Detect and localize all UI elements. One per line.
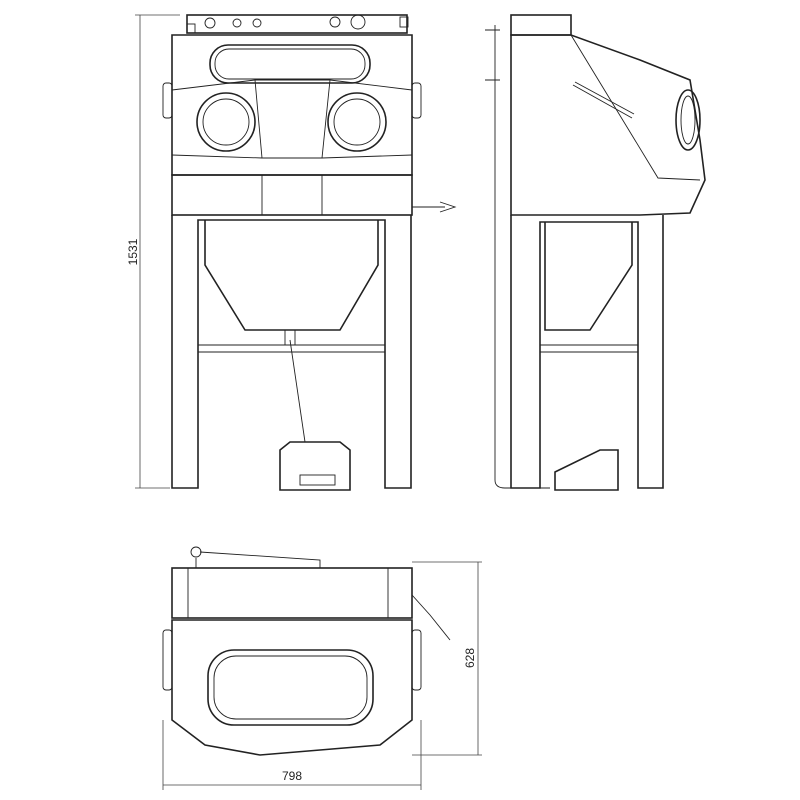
dimension-depth: 628 (412, 561, 482, 756)
height-label: 1531 (126, 238, 140, 265)
dimension-height: 1531 (126, 14, 180, 489)
depth-label: 628 (463, 648, 477, 668)
side-view (485, 14, 706, 491)
front-view (162, 14, 457, 491)
pressure-gauge-icon (350, 14, 366, 30)
gauge-icon (204, 17, 216, 29)
dimension-width: 798 (162, 720, 422, 790)
top-view (162, 546, 451, 756)
width-label: 798 (282, 769, 302, 783)
